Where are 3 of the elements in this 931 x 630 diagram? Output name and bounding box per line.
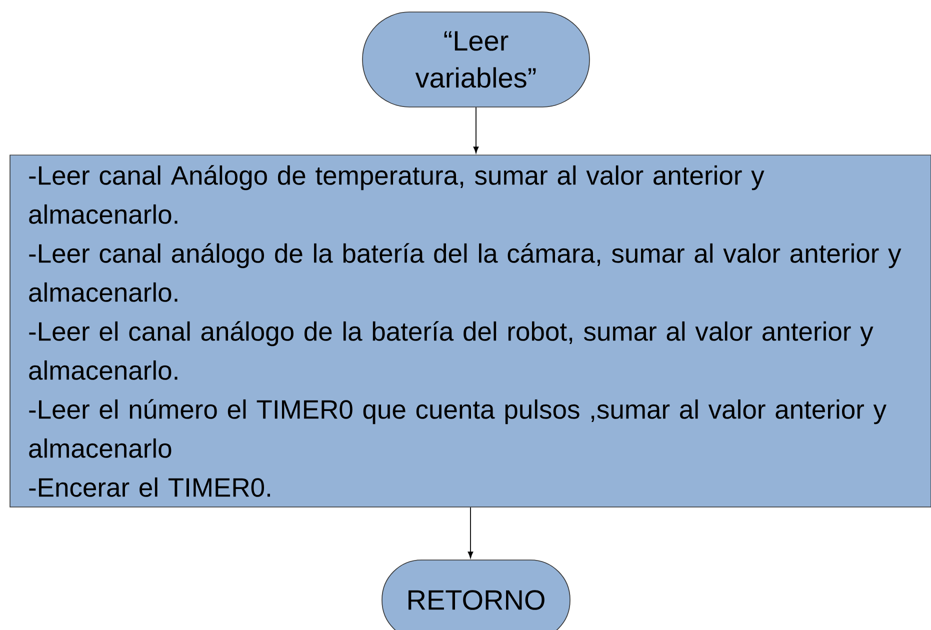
arrow [468,506,474,558]
arrow [473,106,479,154]
process-box: -Leer canal Análogo de temperatura, sumar al valor anterior y almacenarlo. -Leer canal análogo de la batería del la cámara, sumar al valor anterior y almacenarlo. -Leer el canal análogo de la batería del robot, sumar al valor anterior y almacenarlo. -Leer el número el TIMER0 que cuenta pulsos ,sumar al valor anterior y almacenarlo -Encerar el TIMER0. [10,154,931,508]
